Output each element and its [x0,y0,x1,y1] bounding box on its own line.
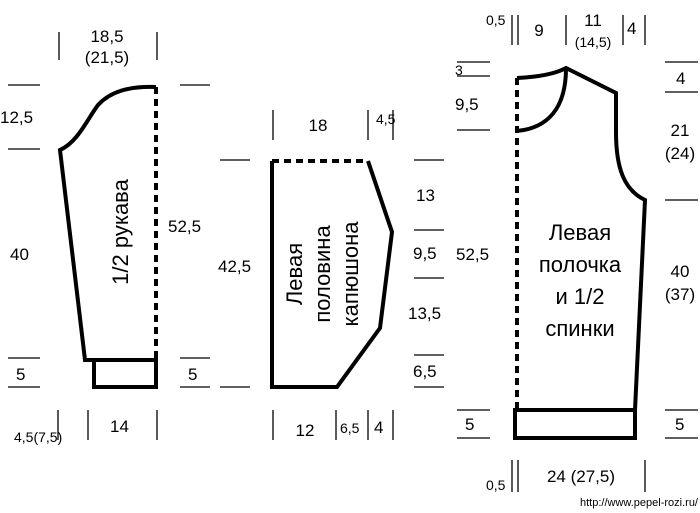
body-bottom-width: 24 (27,5) [547,467,615,486]
hood-bottom-mid: 6,5 [340,420,360,436]
sleeve-bottom-width: 14 [110,417,129,436]
body-shoulder-width-alt: (14,5) [575,34,612,50]
hood-piece: Левая половина капюшона [270,159,395,389]
body-shoulder-drop: 4 [676,69,685,88]
body-title-line3: и 1/2 [556,284,605,309]
hood-title-line1: Левая [282,243,307,305]
body-shoulder-width: 11 [584,11,602,30]
body-hem-right: 5 [675,415,684,434]
body-side-length: 40 [671,262,690,281]
hood-top-right: 4,5 [376,111,396,127]
hood-height: 42,5 [218,257,251,276]
sleeve-length: 40 [10,245,29,264]
hood-outline [270,160,395,389]
sleeve-cuff [92,358,158,389]
body-top-left-offset: 0,5 [486,12,506,28]
body-neck-depth: 9,5 [455,95,479,114]
hood-seg3: 13,5 [408,304,441,323]
watermark-url: http://www.pepel-rozi.ru/ [580,497,699,509]
body-outline [515,65,648,412]
sleeve-total-height: 52,5 [168,217,201,236]
sleeve-outline [57,84,157,362]
body-total-height: 52,5 [456,245,489,264]
hood-seg4: 6,5 [413,362,437,381]
sleeve-piece: 1/2 рукава [57,84,158,389]
sleeve-dimensions [8,32,210,440]
sleeve-title: 1/2 рукава [108,178,133,284]
body-title-line4: спинки [545,316,614,341]
hood-title-line3: капюшона [338,221,363,327]
body-neck-width: 9 [534,21,543,40]
sleeve-cuff-right: 5 [188,365,197,384]
sleeve-cap-height: 12,5 [0,108,33,127]
body-title-line2: полочка [539,252,622,277]
body-armhole: 21 [671,121,690,140]
body-armhole-alt: (24) [665,144,695,163]
sleeve-top-width: 18,5 [90,27,123,46]
hood-top-width: 18 [309,116,328,135]
hood-bottom-right: 4 [374,418,383,437]
body-title-line1: Левая [549,220,611,245]
hood-seg1: 13 [416,186,435,205]
body-neckline [516,67,568,133]
body-side-length-alt: (37) [665,285,695,304]
hood-title-line2: половина [310,225,335,323]
body-top-right: 4 [627,19,636,38]
body-dimensions [457,15,698,492]
body-hem [513,408,637,440]
body-neck-top: 3 [455,62,463,78]
body-piece: Левая полочка и 1/2 спинки [513,65,648,440]
body-bottom-offset: 0,5 [486,477,506,493]
hood-seg2: 9,5 [413,244,437,263]
sleeve-cuff-left: 5 [16,365,25,384]
sleeve-cuff-offset: 4,5(7,5) [14,429,62,445]
hood-bottom-width: 12 [296,421,315,440]
sleeve-top-width-alt: (21,5) [85,48,129,67]
hood-dimensions [220,110,444,440]
body-hem-left: 5 [465,415,474,434]
